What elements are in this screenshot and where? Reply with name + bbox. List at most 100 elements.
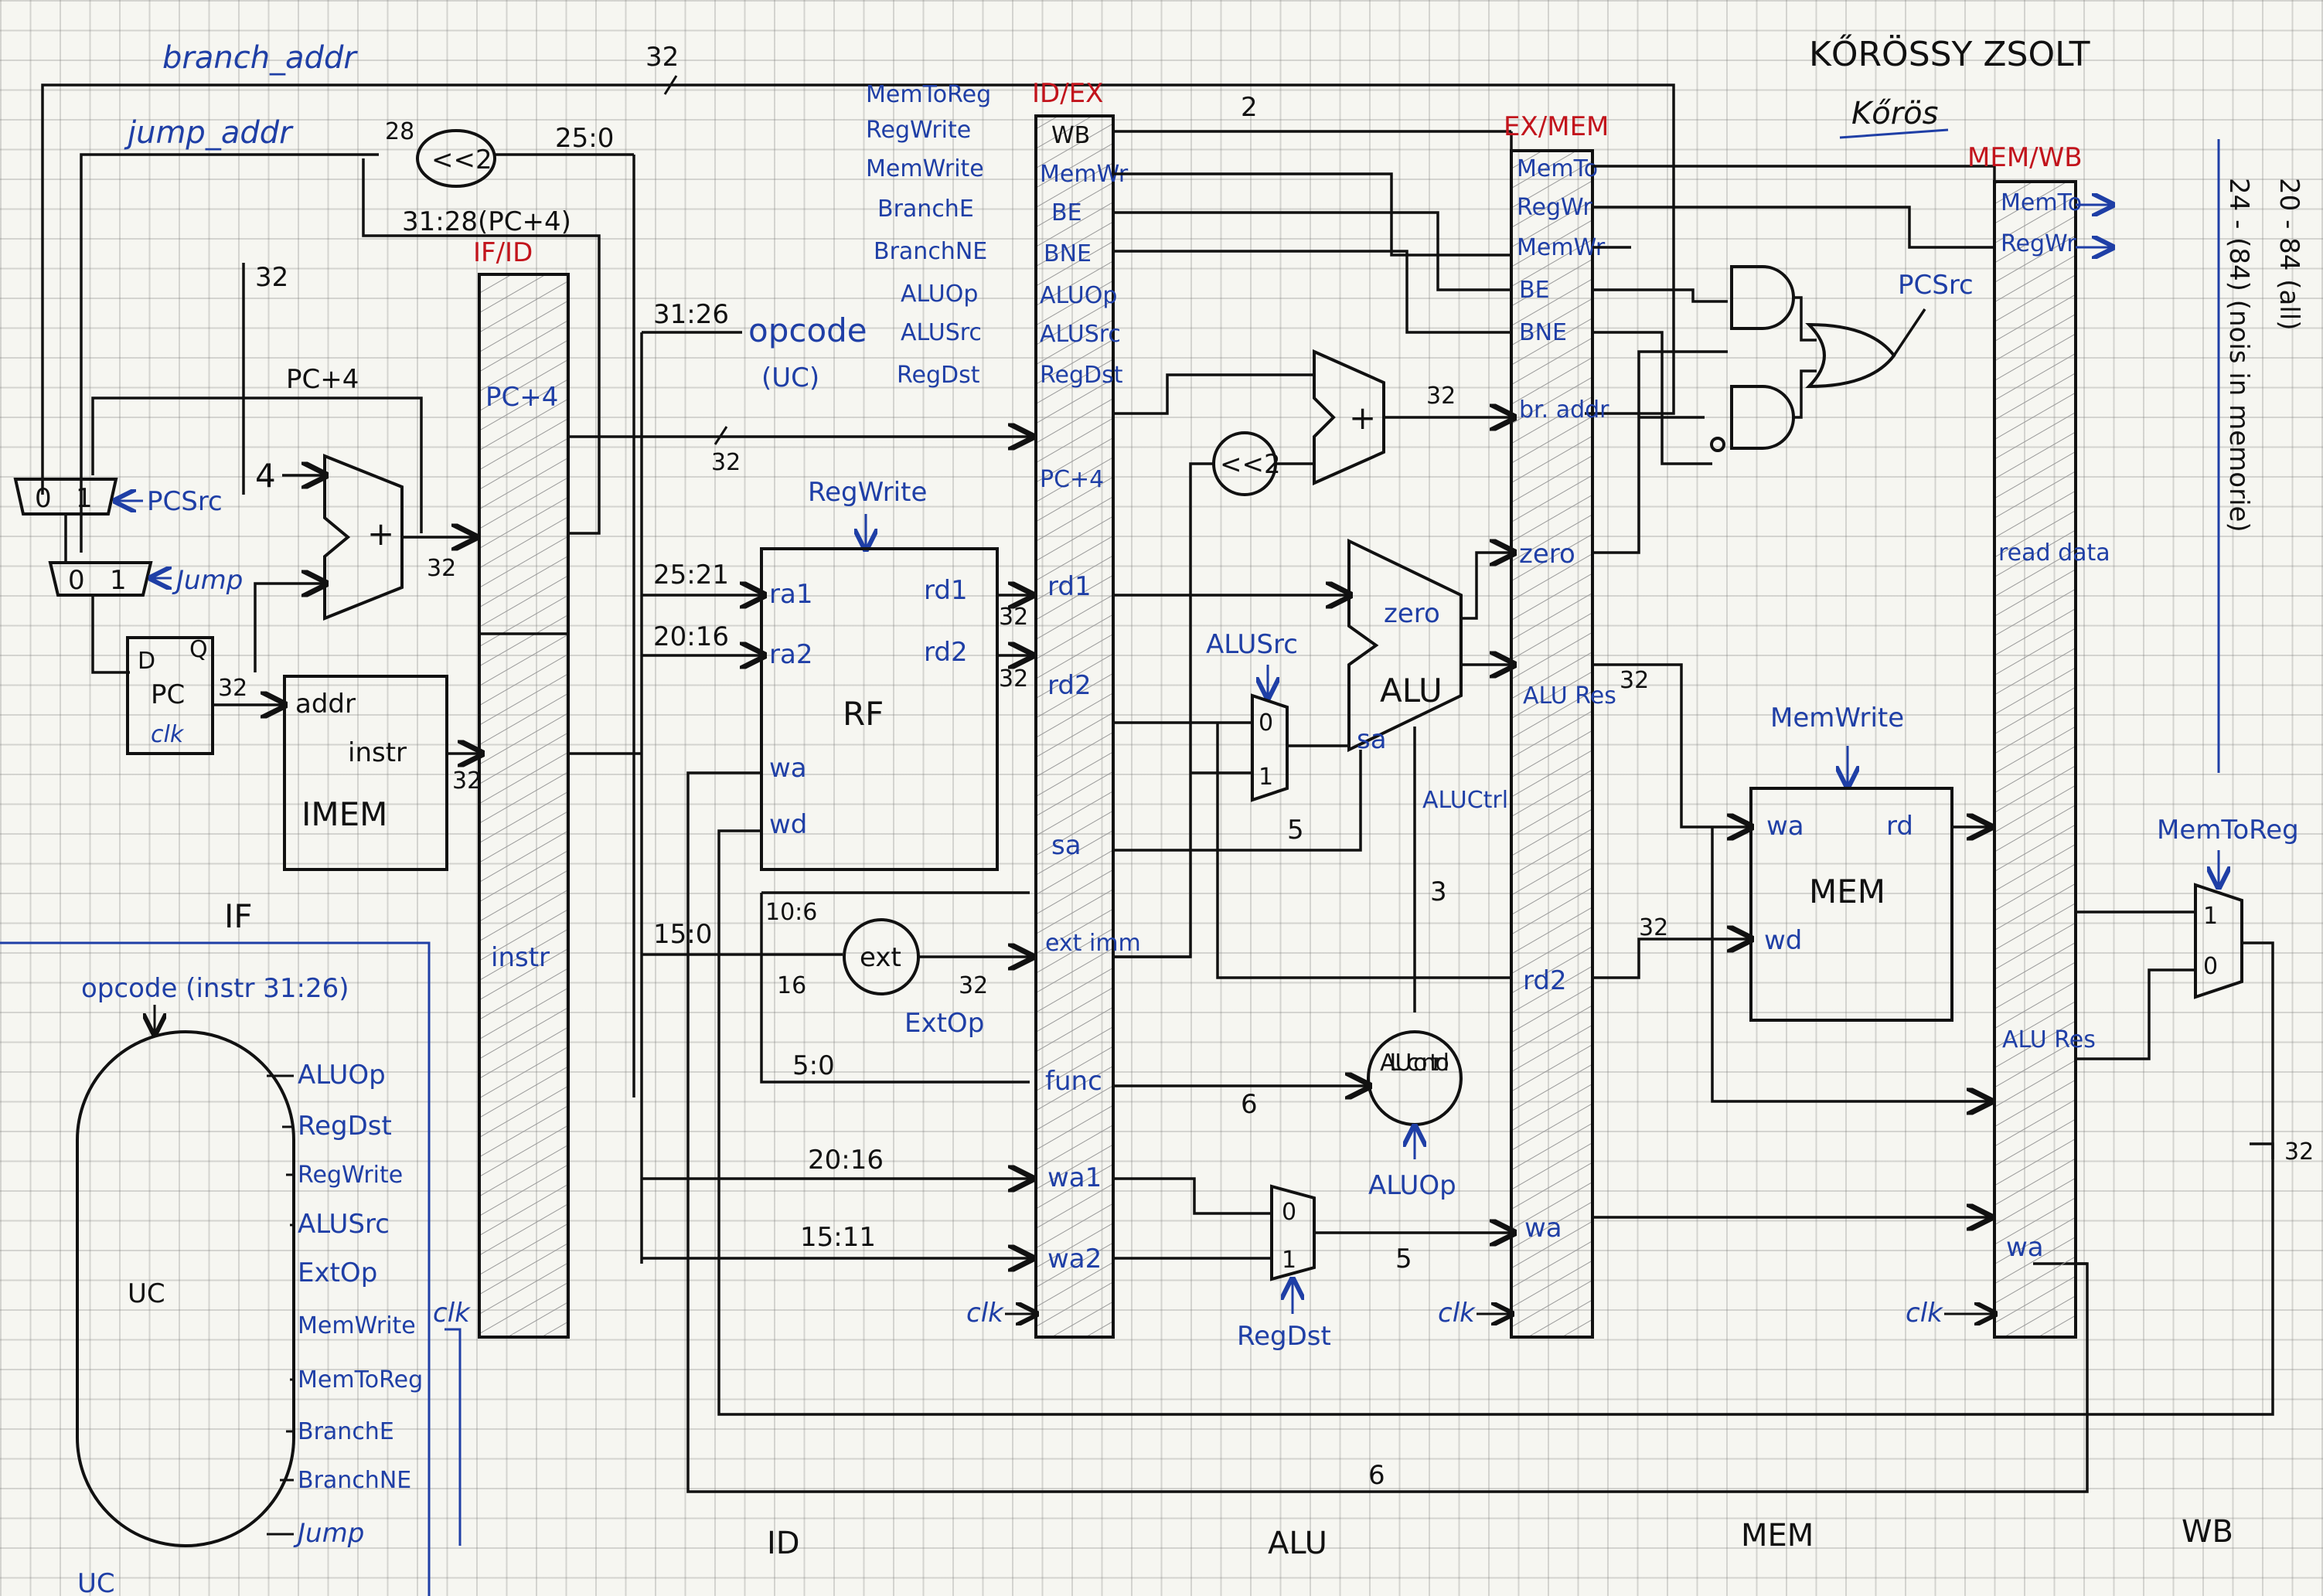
and-gate-2 bbox=[1730, 385, 1795, 450]
alures-to-mem bbox=[1592, 663, 1749, 827]
register-file bbox=[760, 547, 999, 871]
wb-mux-in-wires bbox=[2076, 910, 2194, 1060]
branch-adder bbox=[1313, 349, 1385, 486]
rf-ra1: ra1 bbox=[769, 579, 812, 610]
alusrc-mux-in0: 0 bbox=[1259, 710, 1273, 737]
side-note-1: 20 - 84 (all) bbox=[2274, 178, 2304, 330]
uc-clk: clk bbox=[433, 1298, 471, 1329]
ext-name: ext bbox=[860, 942, 901, 973]
branch-addr-label: branch_addr bbox=[162, 40, 358, 76]
mem-ctrl-wires bbox=[1592, 165, 1996, 249]
ctrl-regdst: RegDst bbox=[897, 362, 980, 389]
bits-25-0: 25:0 bbox=[555, 123, 614, 154]
exmem-f-zero: zero bbox=[1519, 539, 1575, 570]
exmem-f-braddr: br. addr bbox=[1519, 396, 1609, 424]
jump-addr-wire bbox=[80, 153, 379, 553]
aluctrl-width: 3 bbox=[1430, 876, 1447, 907]
uc-out-regdst: RegDst bbox=[298, 1111, 392, 1142]
ifid-pc4: PC+4 bbox=[485, 382, 558, 413]
bits-20-16b: 20:16 bbox=[808, 1145, 884, 1176]
stage-mem: MEM bbox=[1741, 1518, 1814, 1553]
regdst-mux bbox=[1270, 1184, 1316, 1281]
pcsrc-out-label: PCSrc bbox=[1898, 270, 1974, 301]
memwb-f-readdata: read data bbox=[1998, 539, 2110, 567]
ifid-register bbox=[478, 273, 570, 1339]
uc-out-branchne: BranchNE bbox=[298, 1467, 411, 1494]
exmem-title: EX/MEM bbox=[1504, 111, 1609, 142]
side-note-2: 24 - (84) (nois in memorie) bbox=[2223, 178, 2254, 533]
uc-out-jump: Jump bbox=[293, 1518, 364, 1549]
and-gate-1 bbox=[1730, 265, 1795, 330]
pc4-tick bbox=[714, 426, 728, 445]
pc-q: Q bbox=[189, 636, 208, 663]
uc-out-aluop: ALUOp bbox=[298, 1060, 386, 1091]
instr-bus bbox=[568, 332, 643, 1264]
rd2-to-mem bbox=[1592, 939, 1749, 979]
mux-pcsrc-in0: 0 bbox=[35, 483, 52, 514]
bits-10-6: 10:6 bbox=[765, 899, 817, 926]
idex-f-pc4: PC+4 bbox=[1040, 466, 1104, 493]
exmem-f-wa: wa bbox=[1524, 1213, 1562, 1244]
uc-unit bbox=[76, 1030, 295, 1547]
exmem-f-rd2: rd2 bbox=[1523, 965, 1567, 996]
width-2: 2 bbox=[1241, 92, 1258, 123]
shift-left-2-top-label: <<2 bbox=[431, 145, 492, 175]
stage-wb: WB bbox=[2182, 1514, 2233, 1550]
uc-opcode: opcode (instr 31:26) bbox=[81, 973, 349, 1004]
regdst-mux-in0: 0 bbox=[1282, 1199, 1296, 1226]
branch-adder-plus: + bbox=[1349, 399, 1376, 437]
idex-f-wb: WB bbox=[1051, 122, 1090, 149]
pc-clk: clk bbox=[151, 721, 185, 748]
exmem-f-alures: ALU Res bbox=[1523, 682, 1616, 710]
idex-f-be: BE bbox=[1051, 199, 1082, 226]
ctrl-branchne: BranchNE bbox=[874, 238, 987, 265]
adder-in-wires bbox=[1113, 373, 1313, 465]
branch-adder-out-width: 32 bbox=[1426, 383, 1456, 410]
alu-name: ALU bbox=[1380, 672, 1443, 710]
wb-data-loop-wire bbox=[717, 829, 2274, 1416]
wb-mux-out bbox=[2242, 941, 2274, 1159]
exmem-clk: clk bbox=[1438, 1298, 1476, 1329]
exmem-alures-width: 32 bbox=[1620, 667, 1649, 694]
alures-bypass bbox=[1711, 827, 1988, 1101]
uc-name: UC bbox=[128, 1278, 165, 1309]
jump-label: Jump bbox=[172, 565, 243, 596]
ctrl-regwrite: RegWrite bbox=[866, 117, 971, 144]
rf-wd: wd bbox=[769, 809, 807, 840]
bits-15-0: 15:0 bbox=[653, 919, 712, 950]
imm-wire bbox=[642, 891, 1030, 1084]
idex-f-aluop: ALUOp bbox=[1040, 282, 1117, 309]
regdst-label: RegDst bbox=[1237, 1321, 1331, 1352]
sa-width: 5 bbox=[1287, 815, 1304, 846]
ifid-title: IF/ID bbox=[473, 237, 533, 268]
rf-rd2: rd2 bbox=[924, 637, 968, 668]
memwb-register bbox=[1993, 180, 2077, 1339]
wb-width-6: 6 bbox=[1368, 1460, 1385, 1491]
bits-20-16: 20:16 bbox=[653, 621, 729, 652]
memwrite-label: MemWrite bbox=[1770, 703, 1904, 733]
pc-out-width: 32 bbox=[218, 675, 247, 702]
extop-label: ExtOp bbox=[904, 1008, 984, 1039]
idex-f-sa: sa bbox=[1051, 830, 1081, 861]
memwb-title: MEM/WB bbox=[1967, 142, 2083, 173]
uc-clk-wire bbox=[445, 1328, 462, 1546]
rf-rd1: rd1 bbox=[924, 575, 968, 606]
alusrc-label: ALUSrc bbox=[1206, 629, 1298, 660]
pc-to-adder-wire bbox=[254, 584, 323, 672]
branch-tick bbox=[663, 75, 678, 95]
idex-title: ID/EX bbox=[1032, 78, 1103, 109]
opcode-bits: 31:26 bbox=[653, 299, 729, 330]
shift-left-2-alu-label: <<2 bbox=[1220, 449, 1281, 480]
uc-out-alusrc: ALUSrc bbox=[298, 1209, 390, 1240]
uc-out-branche: BranchE bbox=[298, 1418, 394, 1445]
imem-instr: instr bbox=[348, 737, 407, 768]
idex-f-regdst: RegDst bbox=[1040, 362, 1123, 389]
ifid-instr: instr bbox=[491, 942, 550, 973]
memwb-f-memto: MemTo bbox=[2001, 189, 2082, 216]
aluop-label: ALUOp bbox=[1368, 1170, 1456, 1201]
data-memory bbox=[1749, 787, 1953, 1022]
author-signature: Kőrös bbox=[1851, 96, 1938, 131]
uc-block-frame bbox=[0, 941, 431, 1596]
exmem-f-memwr: MemWr bbox=[1517, 234, 1606, 261]
gate-to-or-wires bbox=[1793, 296, 1817, 419]
